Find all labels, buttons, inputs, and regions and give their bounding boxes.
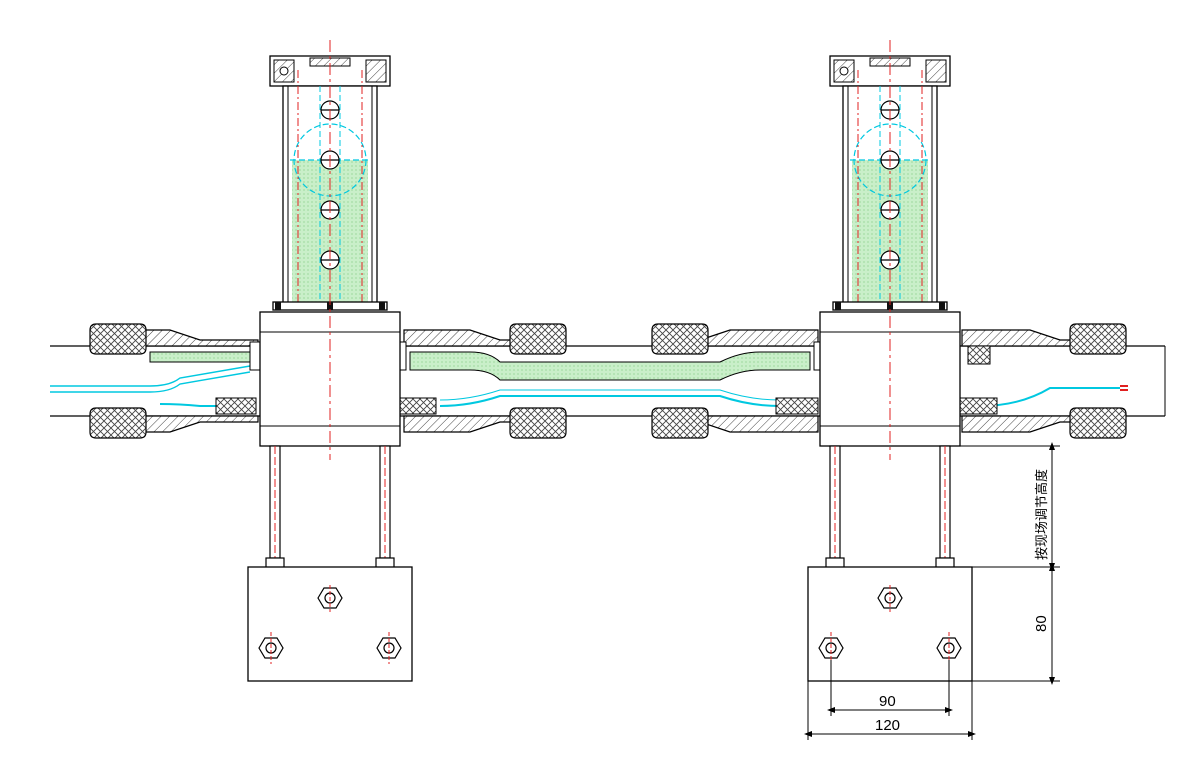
width-90-label: 90 xyxy=(879,693,896,710)
width-120-label: 120 xyxy=(875,717,900,734)
tank-assembly-left xyxy=(247,39,413,682)
tank-assembly-right xyxy=(807,39,973,682)
dimension-lines xyxy=(804,442,1060,740)
pipe-couplings xyxy=(119,329,1081,433)
adjust-height-label: 按现场调节高度 xyxy=(1034,469,1050,560)
height-80-label: 80 xyxy=(1033,615,1050,632)
